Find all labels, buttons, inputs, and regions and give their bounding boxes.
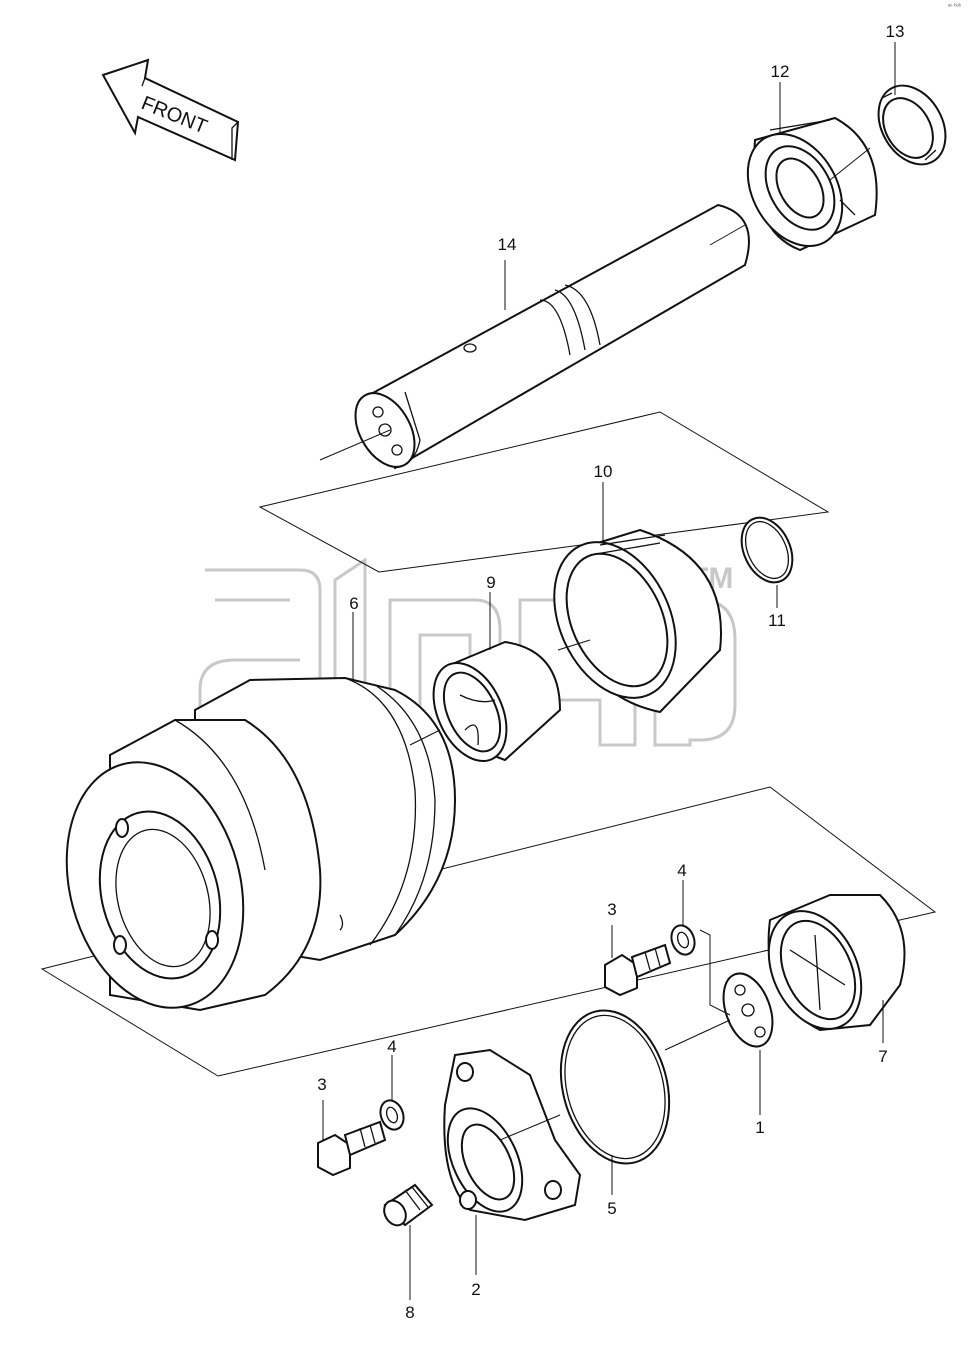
label-1: 1 (755, 1118, 764, 1137)
label-3-upper: 3 (607, 900, 616, 919)
assembly-outline-upper (258, 411, 830, 573)
label-7: 7 (878, 1047, 887, 1066)
leader-lines (319, 42, 896, 1300)
label-11: 11 (768, 611, 786, 630)
label-5: 5 (607, 1199, 616, 1218)
part-2-housing (443, 1048, 582, 1222)
label-14: 14 (498, 235, 517, 254)
label-8: 8 (405, 1303, 414, 1322)
part-11-o-ring (740, 516, 794, 584)
label-12: 12 (771, 62, 790, 81)
label-2: 2 (471, 1280, 480, 1299)
part-4-washer-lower (379, 1099, 405, 1131)
label-10: 10 (594, 462, 613, 481)
part-labels: 13 12 14 10 9 6 11 4 3 7 1 4 3 5 2 8 (317, 22, 904, 1322)
part-3-bolt-upper (604, 943, 672, 997)
label-9: 9 (486, 573, 495, 592)
part-10-floating-seal (553, 528, 722, 714)
part-5-o-ring (559, 1009, 671, 1165)
label-4-upper: 4 (677, 861, 686, 880)
part-8-plug (383, 1183, 434, 1227)
part-1-plate (722, 972, 774, 1048)
part-12-bearing (746, 116, 878, 252)
label-13: 13 (886, 22, 905, 41)
corner-code: ᵃⁿ ʰᵒᵇ (948, 3, 962, 10)
part-4-washer-upper (670, 924, 696, 956)
front-direction-arrow: FRONT (101, 58, 240, 162)
part-13-seal-ring (877, 84, 947, 166)
label-3-lower: 3 (317, 1075, 326, 1094)
assembly-outline-lower (40, 786, 937, 1077)
label-6: 6 (349, 594, 358, 613)
part-9-bushing (432, 640, 562, 763)
label-4-lower: 4 (387, 1037, 396, 1056)
part-7-bushing (767, 894, 906, 1032)
part-3-bolt-lower (317, 1120, 387, 1177)
part-6-roller-body (65, 676, 457, 1012)
part-14-shaft (354, 203, 750, 470)
